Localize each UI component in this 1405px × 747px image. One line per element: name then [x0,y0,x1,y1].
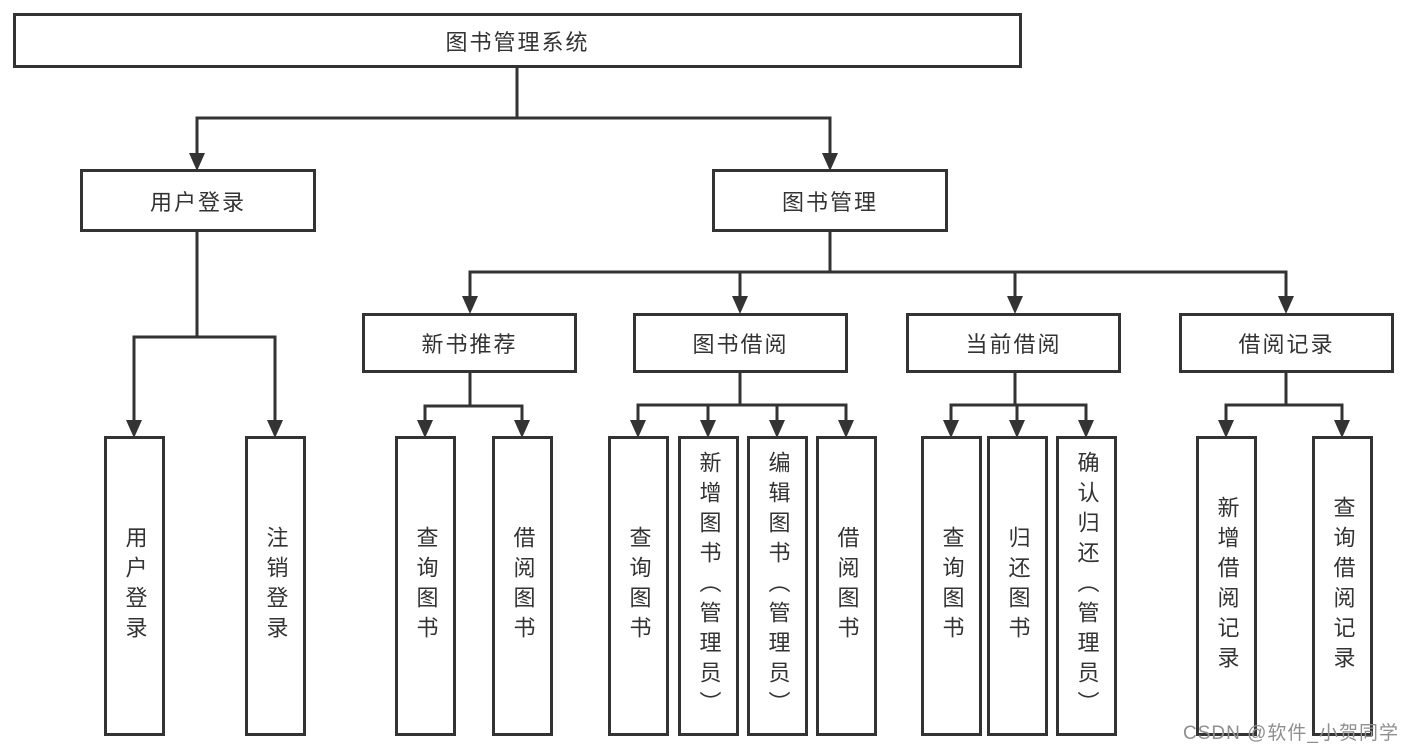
node-user-login-label: 用户登录 [149,189,246,215]
leaf-edit-books-admin-label: 编辑图书（管理员） [765,451,791,721]
leaf-borrow-books-2-label: 借阅图书 [834,526,860,646]
leaf-add-books-admin-label: 新增图书（管理员） [696,451,722,721]
leaf-query-books-3: 查询图书 [921,436,982,736]
node-book-management: 图书管理 [712,169,948,232]
node-root-label: 图书管理系统 [445,29,590,55]
leaf-query-books-1: 查询图书 [395,436,456,736]
node-book-management-label: 图书管理 [781,189,878,215]
connector-records-to-leaves [1224,373,1344,421]
connector-bookborrow-to-leaves [636,373,848,421]
leaf-logout: 注销登录 [245,436,306,736]
leaf-return-books-label: 归还图书 [1005,526,1031,646]
leaf-query-books-1-label: 查询图书 [413,526,439,646]
node-current-borrowing: 当前借阅 [906,313,1121,373]
leaf-logout-label: 注销登录 [263,526,289,646]
connector-root-to-level2 [195,68,832,154]
node-root: 图书管理系统 [13,13,1022,68]
node-book-borrowing: 图书借阅 [633,313,848,373]
connector-userlogin-to-leaves [132,232,277,421]
leaf-borrow-books-1-label: 借阅图书 [510,526,536,646]
leaf-confirm-return-admin: 确认归还（管理员） [1056,436,1117,736]
leaf-query-books-3-label: 查询图书 [939,526,965,646]
leaf-user-login-label: 用户登录 [122,526,148,646]
connector-currentborrow-to-leaves [949,373,1088,421]
node-user-login: 用户登录 [80,169,316,232]
node-borrow-records: 借阅记录 [1179,313,1394,373]
node-book-borrowing-label: 图书借阅 [692,332,789,357]
node-borrow-records-label: 借阅记录 [1238,332,1335,357]
connector-newbooks-to-leaves [423,373,524,421]
leaf-add-borrow-record-label: 新增借阅记录 [1214,496,1240,676]
leaf-query-books-2: 查询图书 [608,436,669,736]
connector-bookmgmt-to-level3 [468,232,1288,298]
leaf-query-borrow-record: 查询借阅记录 [1312,436,1373,736]
leaf-query-borrow-record-label: 查询借阅记录 [1330,496,1356,676]
leaf-query-books-2-label: 查询图书 [626,526,652,646]
leaf-edit-books-admin: 编辑图书（管理员） [747,436,808,736]
node-new-book-recommend: 新书推荐 [362,313,577,373]
leaf-user-login: 用户登录 [104,436,165,736]
leaf-return-books: 归还图书 [987,436,1048,736]
leaf-borrow-books-2: 借阅图书 [816,436,877,736]
leaf-confirm-return-admin-label: 确认归还（管理员） [1074,451,1100,721]
leaf-borrow-books-1: 借阅图书 [492,436,553,736]
node-new-book-recommend-label: 新书推荐 [421,332,518,357]
node-current-borrowing-label: 当前借阅 [965,332,1062,357]
leaf-add-books-admin: 新增图书（管理员） [678,436,739,736]
leaf-add-borrow-record: 新增借阅记录 [1196,436,1257,736]
csdn-watermark: CSDN @软件_小贺同学 [1183,723,1399,744]
